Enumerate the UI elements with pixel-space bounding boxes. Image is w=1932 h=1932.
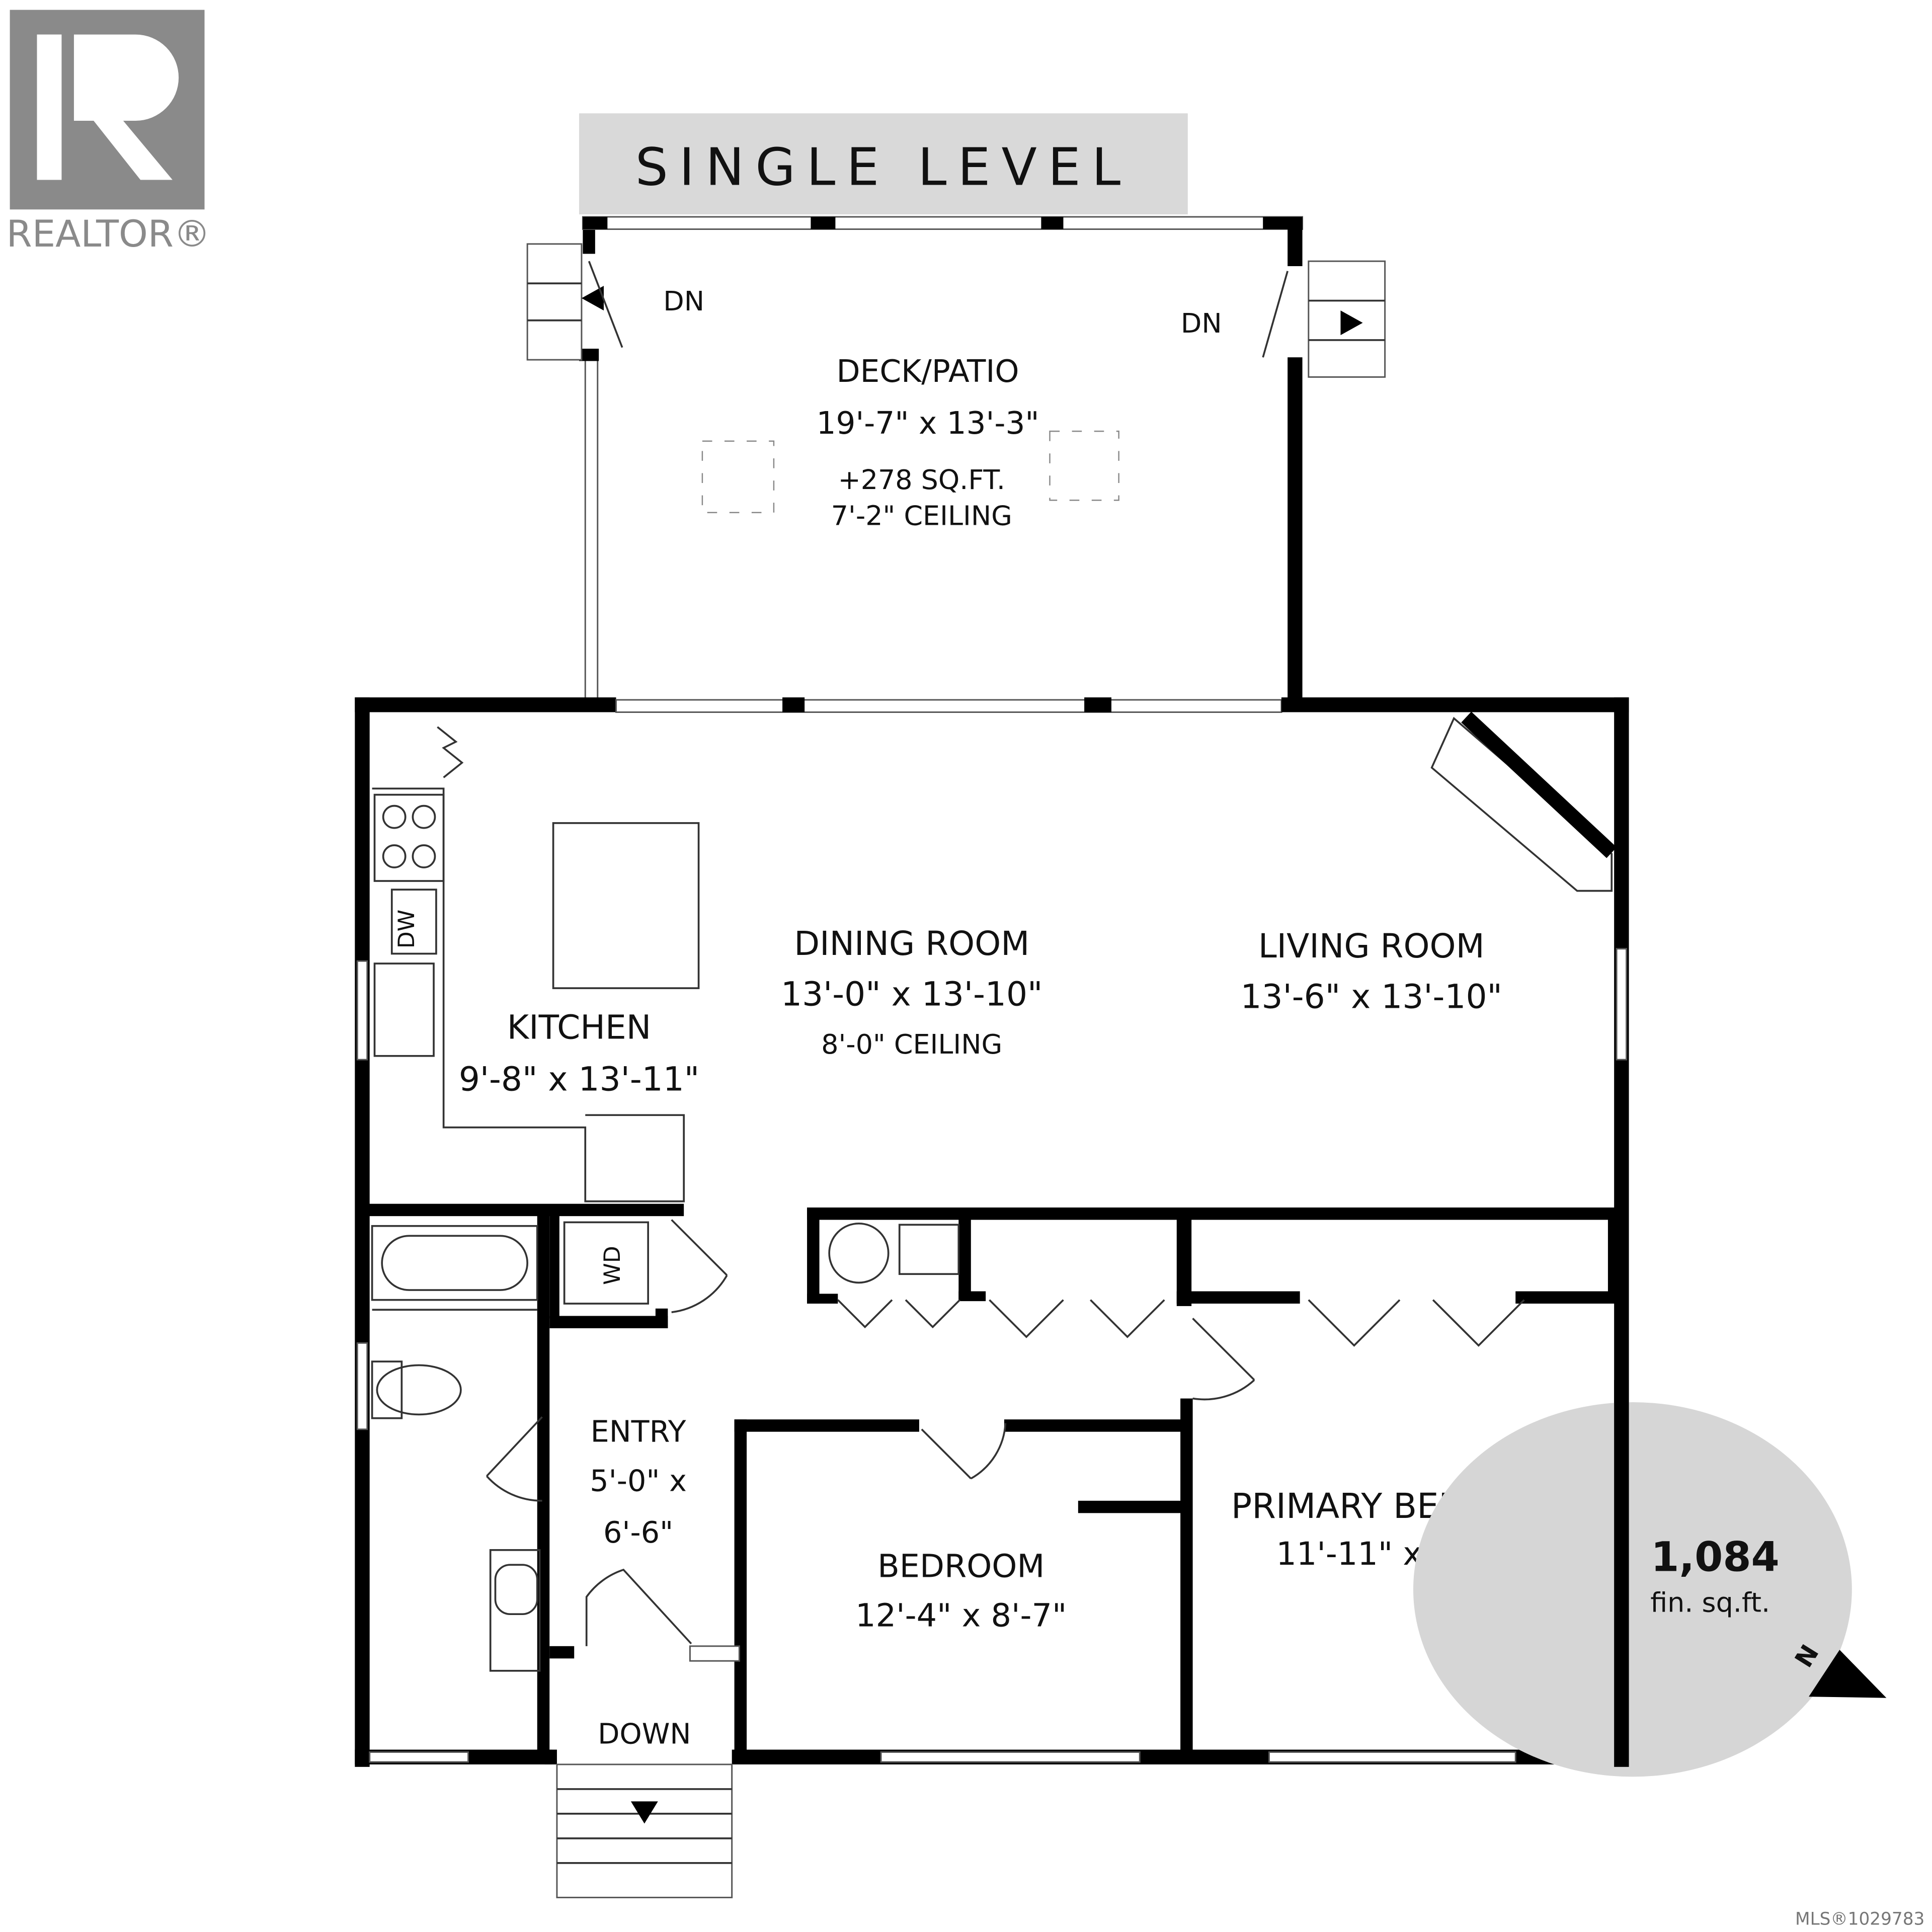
room-ceiling: 7'-2" CEILING xyxy=(831,500,1012,531)
room-size: 9'-8" x 13'-11" xyxy=(459,1060,699,1098)
stairs-down-label: DOWN xyxy=(598,1718,691,1750)
total-area: 1,084 xyxy=(1651,1534,1780,1581)
deck-walls xyxy=(526,216,1386,706)
level-title: SINGLE LEVEL xyxy=(635,137,1132,197)
area-badge xyxy=(1413,1402,1852,1777)
room-name: KITCHEN xyxy=(507,1008,651,1046)
room-size: 5'-0" x xyxy=(590,1463,687,1498)
washer-dryer-label: WD xyxy=(600,1246,625,1285)
room-name: DECK/PATIO xyxy=(837,354,1019,389)
north-arrow-icon xyxy=(1809,1650,1887,1698)
room-size: 13'-6" x 13'-10" xyxy=(1240,977,1502,1016)
stairs-down-label: DN xyxy=(1181,307,1222,339)
logo-text: REALTOR® xyxy=(7,213,211,256)
realtor-logo: REALTOR® xyxy=(7,10,211,256)
room-size: 13'-0" x 13'-10" xyxy=(781,975,1042,1013)
room-name: LIVING ROOM xyxy=(1258,927,1485,965)
level-banner xyxy=(579,113,1188,215)
main-walls xyxy=(355,697,1629,1898)
room-size: 6'-6" xyxy=(603,1515,673,1550)
room-name: BEDROOM xyxy=(877,1548,1044,1585)
room-ceiling: 8'-0" CEILING xyxy=(821,1028,1002,1060)
room-name: DINING ROOM xyxy=(794,924,1029,963)
dishwasher-label: DW xyxy=(394,910,420,949)
room-size: 19'-7" x 13'-3" xyxy=(817,406,1039,441)
room-area: +278 SQ.FT. xyxy=(838,464,1005,496)
stairs-down-label: DN xyxy=(663,285,704,317)
mls-number: MLS®1029783 xyxy=(1795,1909,1924,1929)
area-unit: fin. sq.ft. xyxy=(1650,1586,1770,1618)
room-size: 12'-4" x 8'-7" xyxy=(855,1597,1067,1635)
room-name: ENTRY xyxy=(591,1414,687,1448)
